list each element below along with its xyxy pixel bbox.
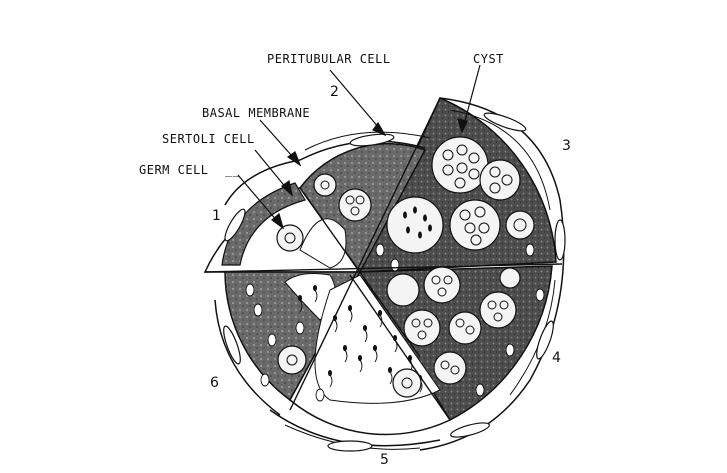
sector-number-3: 3 — [562, 138, 571, 154]
germ-cell-label: GERM CELL — [139, 163, 209, 177]
outer-layer-left — [214, 299, 281, 416]
sector-number-4: 4 — [552, 350, 561, 366]
sector-number-2: 2 — [330, 84, 339, 100]
sertoli-cell-label: SERTOLI CELL — [162, 132, 255, 146]
sector-number-1: 1 — [212, 208, 221, 224]
sector-number-5: 5 — [380, 452, 389, 468]
basal-membrane-label: BASAL MEMBRANE — [202, 106, 311, 120]
germ-cell-dash: __ — [225, 163, 241, 177]
cysts-sector-4 — [386, 266, 521, 385]
sector-number-6: 6 — [210, 375, 219, 391]
cyst-label: CYST — [473, 52, 504, 66]
sector-dividers — [204, 97, 563, 421]
peritubular-cell-label: PERITUBULAR CELL — [267, 52, 391, 66]
